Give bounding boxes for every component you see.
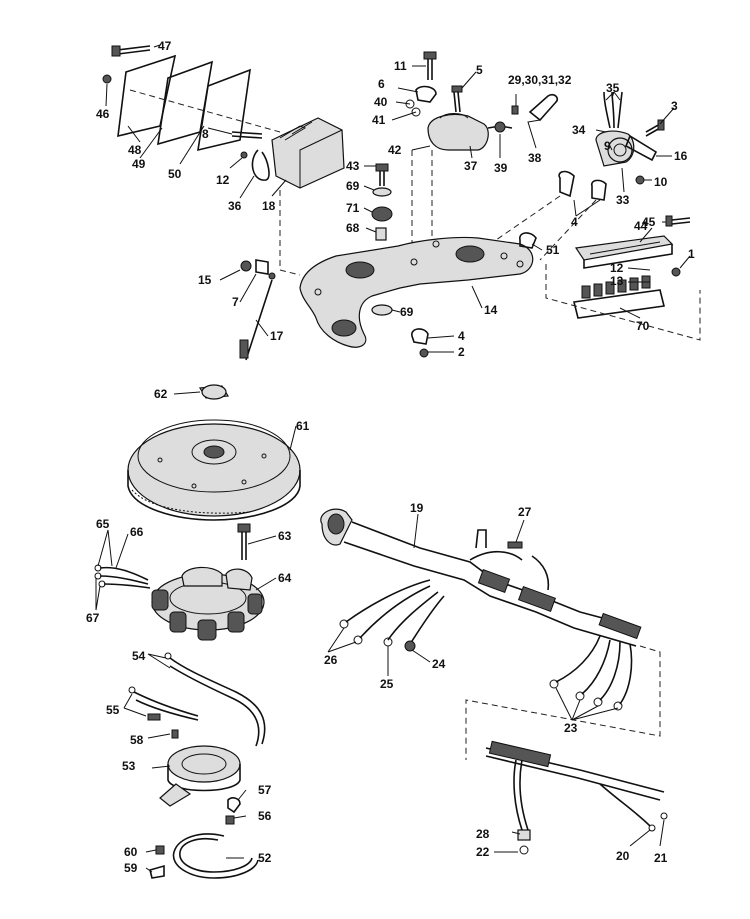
callout-40: 40 — [374, 95, 388, 109]
leader-lines — [95, 44, 691, 873]
callout-5: 5 — [476, 63, 483, 77]
callout-35: 35 — [606, 81, 620, 95]
callout-61: 61 — [296, 419, 310, 433]
callout-24: 24 — [432, 657, 446, 671]
callout-29-32: 29,30,31,32 — [508, 73, 572, 87]
stator-assembly — [94, 523, 265, 641]
callout-46: 46 — [96, 107, 110, 121]
callout-14: 14 — [484, 303, 498, 317]
callout-12b: 12 — [610, 261, 624, 275]
callout-25: 25 — [380, 677, 394, 691]
callout-68: 68 — [346, 221, 360, 235]
callout-4b: 4 — [458, 329, 465, 343]
callout-71: 71 — [346, 201, 360, 215]
callout-16: 16 — [674, 149, 688, 163]
callout-36: 36 — [228, 199, 242, 213]
callout-58: 58 — [130, 733, 144, 747]
callout-60: 60 — [124, 845, 138, 859]
callout-43: 43 — [346, 159, 360, 173]
callout-10: 10 — [654, 175, 668, 189]
callout-44: 44 — [634, 219, 648, 233]
callout-55: 55 — [106, 703, 120, 717]
callout-41: 41 — [372, 113, 386, 127]
callout-20: 20 — [616, 849, 630, 863]
callout-6: 6 — [378, 77, 385, 91]
callout-38: 38 — [528, 151, 542, 165]
callout-4a: 4 — [571, 215, 578, 229]
callout-49: 49 — [132, 157, 146, 171]
callout-52: 52 — [258, 851, 272, 865]
callout-11: 11 — [394, 59, 407, 73]
callout-47: 47 — [158, 39, 172, 53]
callout-57: 57 — [258, 783, 272, 797]
ground-wire — [239, 259, 276, 361]
flywheel-assembly — [127, 384, 301, 521]
callout-39: 39 — [494, 161, 508, 175]
callout-69b: 69 — [400, 305, 414, 319]
callout-50: 50 — [168, 167, 182, 181]
callout-7: 7 — [232, 295, 239, 309]
harness-branch — [485, 740, 668, 855]
callout-64: 64 — [278, 571, 292, 585]
callout-34: 34 — [572, 123, 586, 137]
callout-labels: 1 2 3 4 4 5 6 7 8 9 10 11 12 12 13 14 15… — [86, 39, 695, 875]
callout-3: 3 — [671, 99, 678, 113]
callout-33: 33 — [616, 193, 630, 207]
callout-65: 65 — [96, 517, 110, 531]
callout-21: 21 — [654, 851, 668, 865]
callout-51: 51 — [546, 243, 560, 257]
ignition-coil-assembly — [405, 51, 559, 245]
callout-69a: 69 — [346, 179, 360, 193]
wiring-harness — [320, 508, 661, 760]
callout-12a: 12 — [216, 173, 230, 187]
callout-48: 48 — [128, 143, 142, 157]
callout-18: 18 — [262, 199, 276, 213]
callout-28: 28 — [476, 827, 490, 841]
callout-19: 19 — [410, 501, 424, 515]
callout-27: 27 — [518, 505, 532, 519]
callout-63: 63 — [278, 529, 292, 543]
callout-42: 42 — [388, 143, 402, 157]
callout-9: 9 — [604, 139, 611, 153]
callout-2: 2 — [458, 345, 465, 359]
callout-67: 67 — [86, 611, 100, 625]
callout-13: 13 — [610, 274, 624, 288]
callout-45: 45 — [642, 215, 656, 229]
callout-59: 59 — [124, 861, 138, 875]
retainer-ring-assembly — [149, 833, 259, 879]
callout-66: 66 — [130, 525, 144, 539]
callout-37: 37 — [464, 159, 478, 173]
coil-bracket-assembly — [495, 91, 701, 341]
callout-8: 8 — [202, 127, 209, 141]
callout-62: 62 — [154, 387, 168, 401]
timer-base-assembly — [128, 652, 266, 825]
callout-70: 70 — [636, 319, 650, 333]
callout-22: 22 — [476, 845, 490, 859]
mounting-plate — [299, 163, 537, 358]
callout-56: 56 — [258, 809, 272, 823]
callout-1: 1 — [688, 247, 695, 261]
callout-26: 26 — [324, 653, 338, 667]
callout-15: 15 — [198, 273, 212, 287]
callout-17: 17 — [270, 329, 284, 343]
callout-53: 53 — [122, 759, 136, 773]
callout-54: 54 — [132, 649, 146, 663]
callout-23: 23 — [564, 721, 578, 735]
